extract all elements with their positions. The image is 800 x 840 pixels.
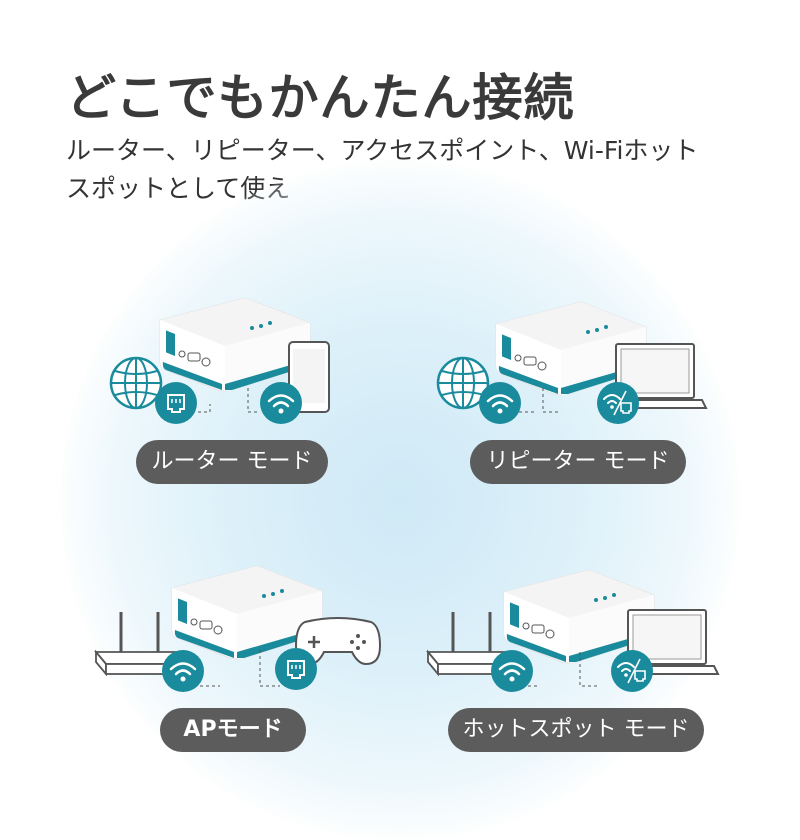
wifi-icon (477, 380, 523, 426)
ap-mode-diagram (94, 565, 382, 694)
wifi-ethernet-icon (610, 649, 654, 693)
wifi-icon (258, 380, 304, 426)
mode-label-router: ルーター モード (136, 440, 328, 484)
page-title: どこでもかんたん接続 (66, 69, 575, 127)
mode-label-ap: APモード (160, 708, 306, 752)
gamepad-icon (294, 617, 382, 666)
travel-router-device-icon (159, 297, 311, 392)
mode-label-hotspot: ホットスポット モード (448, 708, 704, 752)
hotspot-mode-diagram (426, 569, 719, 694)
mode-label-repeater: リピーター モード (470, 440, 686, 484)
router-mode-diagram (109, 297, 330, 426)
page-subtitle: ルーター、リピーター、アクセスポイント、Wi-Fiホットスポットとして使え (66, 136, 699, 203)
ethernet-icon (274, 647, 318, 691)
wifi-icon (160, 648, 206, 694)
connection-diagram (94, 297, 719, 694)
repeater-mode-diagram (436, 301, 707, 426)
ethernet-icon (154, 381, 198, 425)
wifi-ethernet-icon (596, 381, 640, 425)
globe-icon (109, 356, 163, 410)
wifi-icon (489, 648, 535, 694)
